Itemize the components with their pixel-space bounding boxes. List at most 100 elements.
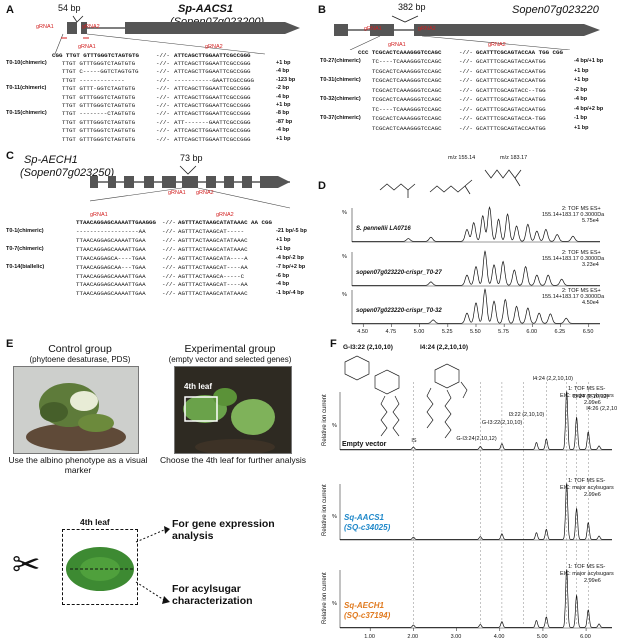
seq-right: AGTTTACTAAGCATATAAAC [178, 236, 248, 244]
trace-sample-label: Sq-AECH1 [344, 601, 385, 610]
panel-a-grna1-ref: gRNA1 [78, 44, 96, 50]
seq-right: ATTCAGCTTGGAATTCGCCGGG [174, 127, 251, 135]
trace-scale: 2.99e6 [584, 400, 601, 406]
seq-left: TTGT GTTTGGGTCTAGTGTG [62, 135, 136, 143]
x-tick-label: 4.50 [357, 329, 368, 335]
use-acylsugar: For acylsugar characterization [172, 583, 253, 607]
panel-a-label: A [6, 4, 14, 16]
y-axis-pct: % [332, 423, 337, 429]
experimental-caption: Choose the 4th leaf for further analysis [160, 455, 306, 465]
sample-label: T0-37(chimeric) [320, 115, 361, 121]
seq-right: AGTTTACTAAGCAT----AA [178, 281, 248, 289]
seq-right: AGTTTACTAAGCA-----C [178, 272, 245, 280]
y-axis-label: Relative ion current [322, 572, 328, 624]
x-tick-label: 2.00 [407, 634, 418, 639]
chromatogram-trace [340, 391, 612, 450]
seq-separator: -//- [156, 93, 170, 101]
seq-left: TC----TCAAAGGGTCCAGC [372, 105, 442, 113]
y-axis-label: Relative ion current [322, 394, 328, 446]
seq-separator: -//- [162, 236, 176, 244]
panel-b-grna2-ref: gRNA2 [488, 42, 506, 48]
cut-arrows [135, 526, 170, 604]
trace-sample-label: S. pennellii LA0716 [356, 226, 411, 232]
sample-label: T0-15(chimeric) [6, 110, 47, 117]
peak-label: I4:24 (2,2,10,10) [533, 376, 574, 382]
panel-a-grna1-top: gRNA1 [36, 24, 54, 30]
seq-right: GCATTTCGCAGTACCAATGG [476, 124, 546, 132]
seq-right: AGTTTACTAAGCAT----AA [178, 263, 248, 271]
seq-separator: -//- [156, 76, 170, 84]
y-axis-label: % [342, 292, 347, 298]
seq-separator: -//- [156, 118, 170, 126]
seq-separator: -//- [459, 86, 473, 94]
x-tick-label: 5.25 [442, 329, 453, 335]
y-axis-label: Relative ion current [322, 484, 328, 536]
panel-c-gene-model [90, 165, 291, 209]
seq-left: TTAACAGGAGCAAAATTGAA [76, 281, 146, 289]
peak-label: IS [411, 438, 417, 444]
panel-f-svg: Relative ion current%1: TOF MS ES-EIC: m… [322, 376, 617, 640]
seq-separator: -//- [162, 245, 176, 253]
panel-c-grna2-top: gRNA2 [196, 190, 214, 196]
sample-label: T0-32(chimeric) [320, 96, 361, 102]
peak-label: G-I3:24(2,10,12) [456, 436, 497, 442]
experimental-subtitle: (empty vector and selected genes) [168, 355, 292, 364]
seq-separator: -//- [459, 58, 473, 65]
trace-header: 1: TOF MS ES- [568, 386, 606, 392]
seq-right: -----------GAATTCGCCGGG [174, 76, 255, 84]
seq-right: AGTTTACTAAGCAT----- [178, 228, 245, 235]
chromatogram-trace [352, 288, 600, 324]
seq-left: TC----TCAAAGGGTCCAGC [372, 58, 442, 65]
edit-size: +1 bp [574, 77, 589, 83]
chromatogram-trace [352, 250, 600, 286]
panel-a-gene-title: Sp-AACS1 [178, 3, 234, 15]
seq-left: TCGCACTCAAAGGGTCCAGC [372, 96, 442, 103]
seq-left: TTGT GTTTGGGTCTAGTGTG [62, 102, 136, 109]
trace-mass: 155.14+183.17 0.3000Da [542, 256, 605, 262]
use-gene-expression: For gene expression analysis [172, 518, 275, 542]
edit-size: -8 bp [276, 110, 290, 117]
edit-size: +1 bp [276, 245, 291, 252]
trace-sample-id: (SQ-c37194) [344, 611, 391, 620]
panel-e-label: E [6, 338, 14, 350]
trace-header: 1: TOF MS ES- [568, 564, 606, 570]
panel-a-grna2-top: gRNA2 [82, 24, 100, 30]
trace-scale: 5.75e4 [582, 218, 599, 224]
x-tick-label: 6.50 [583, 329, 594, 335]
seq-right: ATTCAGCTTGGAATTCGCCGGG [174, 60, 251, 67]
seq-right: ATTCAGCTTGGAATTCGCCGGG [174, 85, 251, 93]
panel-d-label: D [318, 180, 326, 192]
seq-separator: -//- [459, 124, 473, 132]
trace-header: 2: TOF MS ES+ [562, 288, 601, 294]
panel-c-ref-left: TTAACAGGAGCAAAATTGAAGGG [76, 219, 157, 226]
seq-left: TCGCACTCAAAGGGTCCAGC [372, 124, 442, 132]
seq-separator: -//- [459, 105, 473, 113]
panel-d-chromatograms: % S. pennellii LA0716 2: TOF MS ES+ 155.14+… [330, 200, 615, 341]
edit-size: +1 bp [276, 102, 291, 108]
control-caption: Use the albino phenotype as a visual mar… [8, 455, 148, 475]
seq-separator: -//- [162, 254, 176, 262]
panel-f-struct1-label: G-I3:22 (2,10,10) [343, 344, 393, 351]
x-tick-label: 1.00 [364, 634, 375, 639]
edit-size: -4 bp/-2 bp [276, 254, 304, 261]
seq-right: GCATTTCGCAGTACCAATGG [476, 77, 546, 84]
seq-right: AGTTTACTAAGCATATAAAC [178, 245, 248, 253]
seq-separator: -//- [156, 110, 170, 118]
seq-left: TTGT GTTTGGGTCTAGTGTG [62, 118, 136, 126]
trace-header: 2: TOF MS ES+ [562, 206, 601, 212]
x-tick-label: 4.75 [385, 329, 396, 335]
y-axis-pct: % [332, 601, 337, 607]
seq-left: TTAACAGGAGCAAAATTGAA [76, 245, 146, 253]
edit-size: -4 bp [276, 281, 290, 288]
seq-right: GCATTTCGCAGTACCAATGG [476, 67, 546, 75]
x-tick-label: 3.00 [451, 634, 462, 639]
x-tick-label: 5.75 [498, 329, 509, 335]
seq-right: GCATTTCGCAGTACCAATGG [476, 96, 546, 103]
edit-size: -4 bp/+2 bp [574, 105, 604, 112]
trace-sample-label: Sq-AACS1 [344, 513, 385, 522]
seq-left: TTGT C-----GGTCTAGTGTG [62, 68, 139, 76]
panel-a-distance: 54 bp [58, 3, 81, 13]
panel-d-mz1: m/z 155.14 [448, 155, 476, 161]
sample-label: T0-14(biallelic) [6, 263, 45, 270]
panel-b-label: B [318, 4, 326, 16]
